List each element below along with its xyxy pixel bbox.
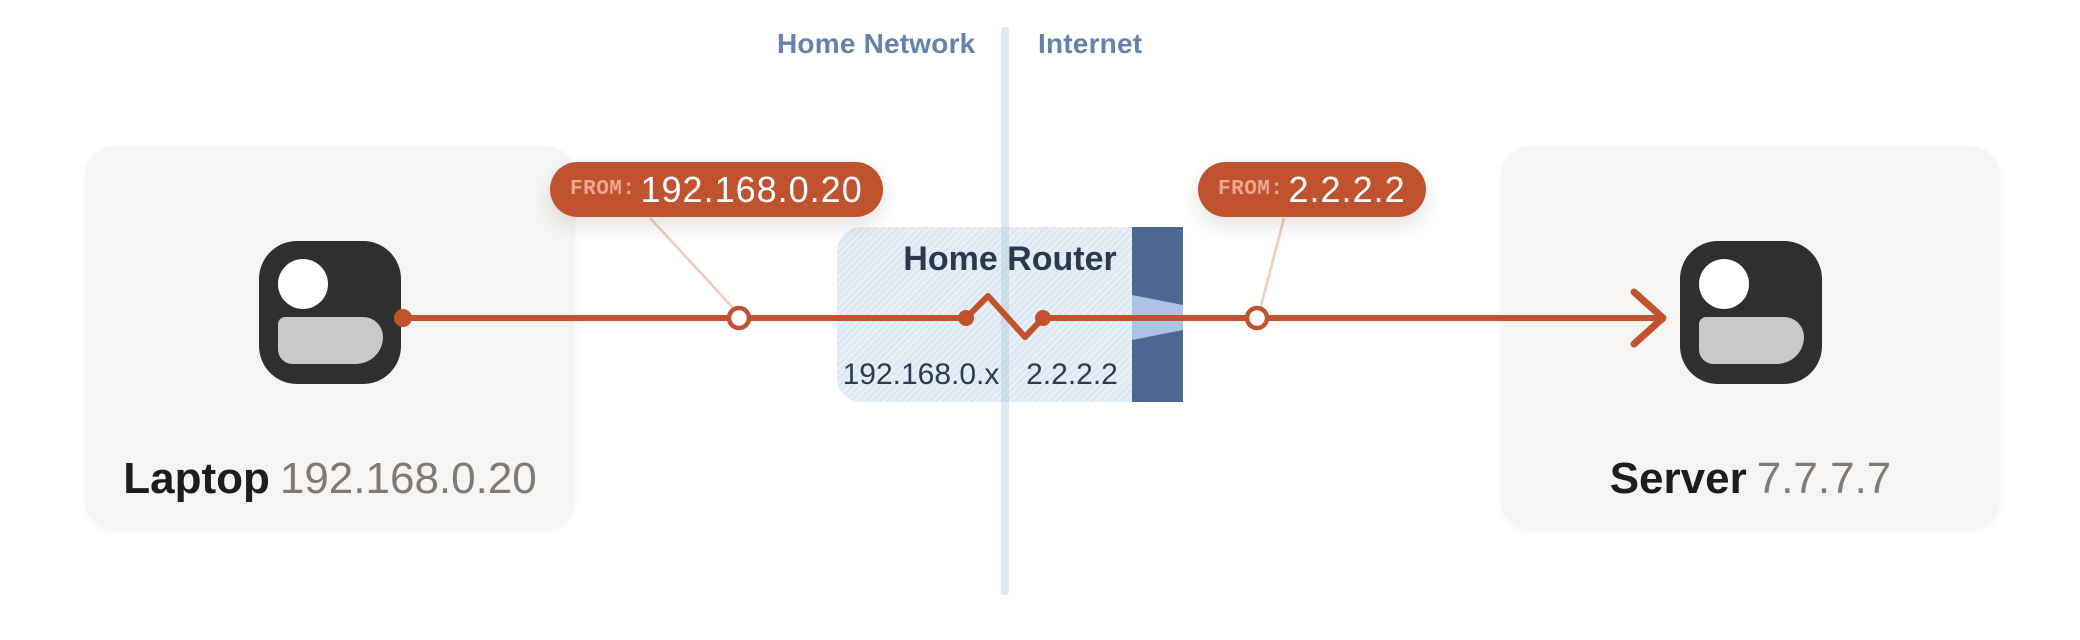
user-icon	[259, 241, 401, 384]
wan-badge-leader-line	[1259, 217, 1286, 307]
user-icon-torso	[278, 317, 383, 364]
lan-source-ip-value: 192.168.0.20	[640, 168, 863, 210]
wan-source-ip-value: 2.2.2.2	[1288, 168, 1406, 210]
laptop-name: Laptop	[123, 454, 270, 503]
server-ip: 7.7.7.7	[1756, 454, 1892, 503]
lan-source-ip-badge: FROM: 192.168.0.20	[550, 162, 883, 217]
arrowhead-icon	[1630, 288, 1667, 348]
lan-source-ip-marker-circle	[726, 305, 752, 331]
server-name: Server	[1609, 454, 1747, 503]
wan-source-ip-marker-circle	[1244, 305, 1270, 331]
lan-badge-leader-line	[649, 217, 735, 310]
user-icon	[1679, 241, 1822, 384]
router-lan-ip: 192.168.0.x	[842, 358, 1000, 391]
user-icon-head	[1698, 259, 1749, 309]
router-title: Home Router	[903, 240, 1117, 278]
laptop-connection-dot	[394, 309, 412, 327]
zone-label-home-network: Home Network	[777, 28, 976, 59]
user-icon-torso	[1698, 317, 1804, 364]
zone-label-internet: Internet	[1038, 28, 1143, 59]
nat-rewrite-zigzag-icon	[963, 293, 1046, 340]
home-router-box	[837, 227, 1132, 402]
wan-source-ip-badge: FROM: 2.2.2.2	[1198, 162, 1426, 217]
nat-inner-dot	[958, 310, 974, 326]
nat-outer-dot	[1035, 310, 1051, 326]
laptop-ip: 192.168.0.20	[279, 454, 537, 503]
one-way-valve-icon	[1132, 227, 1183, 402]
router-wan-ip: 2.2.2.2	[1026, 358, 1118, 391]
from-prefix-label: FROM:	[570, 178, 636, 201]
from-prefix-label: FROM:	[1218, 178, 1284, 201]
user-icon-head	[278, 259, 328, 309]
